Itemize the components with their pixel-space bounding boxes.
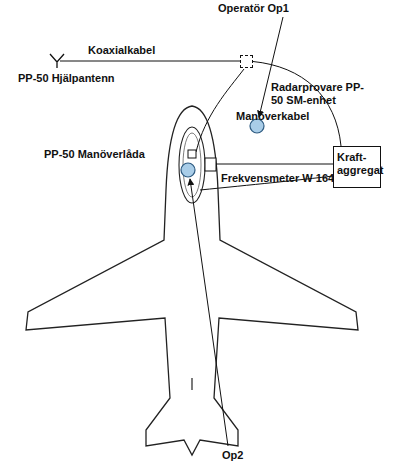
part-label: Operatör Op1: [218, 2, 289, 15]
power-unit-box: Kraft- aggregat: [333, 146, 381, 188]
aircraft-outline: [26, 106, 358, 455]
frequency-meter: [205, 158, 216, 171]
leader-op2: [190, 179, 228, 446]
part-label: Koaxialkabel: [88, 44, 155, 57]
operator-op2: [181, 163, 195, 177]
coax-cable: [60, 61, 240, 62]
part-label: Frekvensmeter W 1649: [221, 172, 340, 185]
part-label: Manöverkabel: [236, 110, 309, 123]
node-text: Kraft- aggregat: [337, 151, 377, 177]
control-box: [188, 150, 196, 158]
node-text: Radarprovare PP-50 SM-enhet: [271, 81, 375, 107]
sm-unit: Radarprovare PP-50 SM-enhet: [240, 55, 253, 68]
part-label: Op2: [222, 449, 243, 462]
meter-cable: [216, 164, 333, 165]
part-label: PP-50 Manöverlåda: [44, 148, 145, 161]
fuselage-mark: [191, 378, 192, 390]
part-label: PP-50 Hjälpantenn: [18, 72, 115, 85]
